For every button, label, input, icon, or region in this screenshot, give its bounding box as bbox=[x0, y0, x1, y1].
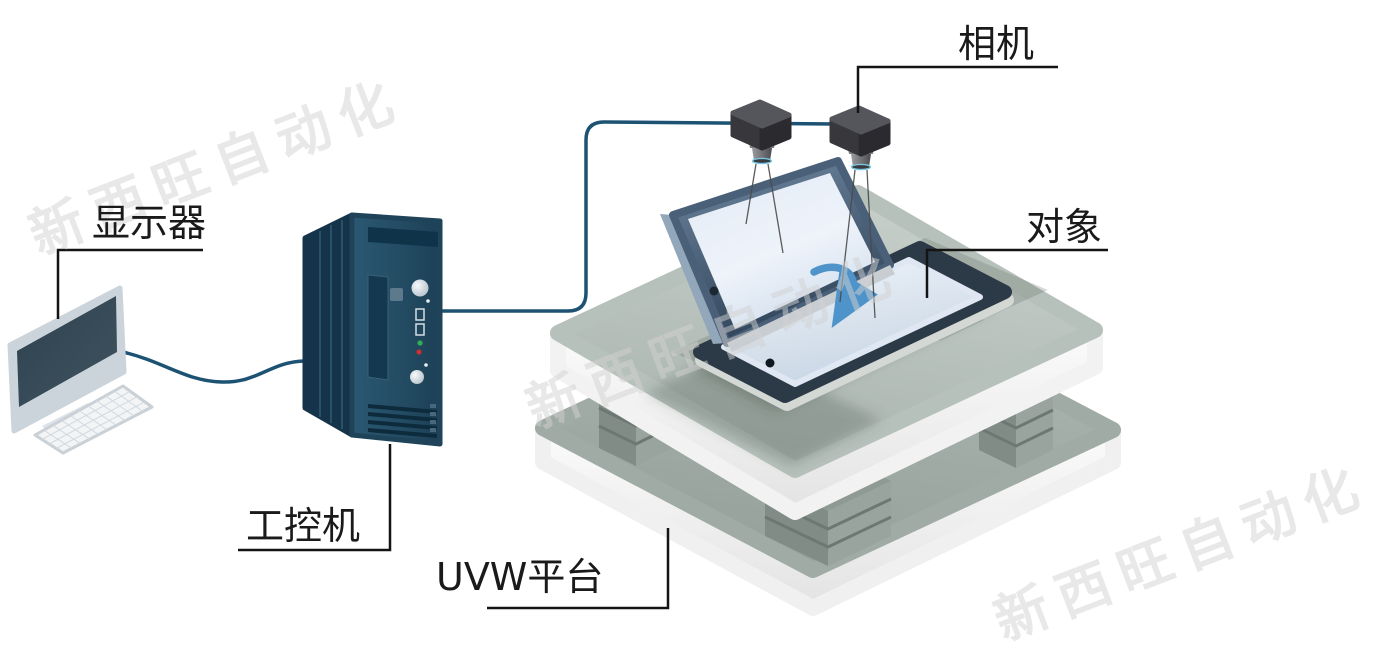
cable-ipc-to-cameras bbox=[438, 120, 837, 313]
label-line-ipc bbox=[238, 444, 392, 552]
label-line-monitor bbox=[56, 248, 203, 319]
monitor-graphic bbox=[7, 285, 154, 455]
ipc-panel-grooves bbox=[319, 220, 343, 429]
ipc-vent-grille bbox=[368, 404, 437, 438]
object-tablet-tilted bbox=[660, 157, 895, 352]
camera-left-top bbox=[730, 99, 792, 129]
camera-right-top bbox=[829, 105, 891, 135]
ipc-power-button[interactable] bbox=[411, 279, 429, 297]
ipc-top-recess bbox=[368, 227, 438, 247]
monitor-label: 显示器 bbox=[92, 201, 207, 245]
tablet-tilted-screen bbox=[688, 173, 875, 329]
keyboard-graphic bbox=[33, 384, 154, 455]
camera-label: 相机 bbox=[958, 22, 1035, 66]
label-line-object bbox=[925, 248, 1108, 298]
ipc-cd-slot[interactable] bbox=[367, 274, 389, 381]
cable-monitor-to-ipc bbox=[121, 350, 306, 384]
ipc-indicator-dot-top bbox=[426, 299, 430, 303]
label-line-platform bbox=[487, 528, 670, 610]
rotation-arrow bbox=[810, 263, 878, 328]
camera-right-lens-ring bbox=[850, 163, 872, 171]
ipc-grille-caps bbox=[430, 404, 436, 432]
tablet-tilted-camera-dot bbox=[709, 286, 719, 296]
ipc-led-green bbox=[417, 340, 423, 346]
object-label: 对象 bbox=[1026, 205, 1103, 249]
ipc-reset-button[interactable] bbox=[410, 370, 424, 384]
ipc-usb-port-1[interactable] bbox=[415, 308, 425, 321]
ipc-led-red bbox=[416, 349, 422, 355]
label-line-camera bbox=[856, 65, 1058, 113]
tablet-shadow-left bbox=[645, 350, 882, 466]
camera-left-lens-ring bbox=[751, 157, 773, 165]
ipc-indicator-dot-bottom bbox=[424, 363, 428, 367]
ipc-tower-graphic bbox=[302, 212, 443, 447]
industrial-pc-label: 工控机 bbox=[246, 504, 361, 548]
camera-left-graphic bbox=[730, 99, 792, 165]
ipc-front-panel bbox=[349, 212, 443, 447]
tablet-flat-camera-dot bbox=[765, 358, 775, 368]
ipc-usb-port-2[interactable] bbox=[415, 323, 425, 336]
monitor-screen bbox=[17, 296, 117, 407]
ipc-left-panel bbox=[302, 212, 355, 438]
ipc-eject-button[interactable] bbox=[390, 288, 403, 301]
camera-beams bbox=[745, 163, 876, 319]
uvw-platform-label: UVW平台 bbox=[436, 555, 604, 599]
camera-right-graphic bbox=[829, 105, 891, 171]
